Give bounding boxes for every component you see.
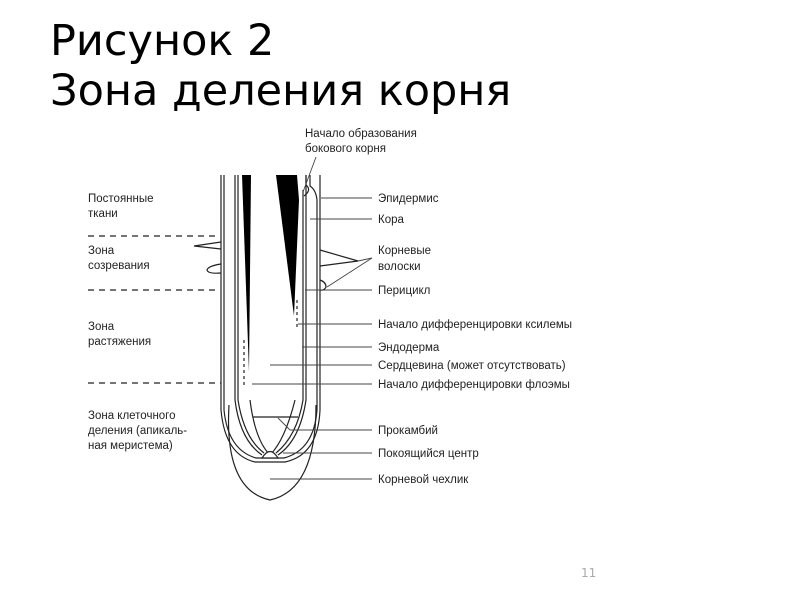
label-pericycle: Перицикл bbox=[378, 285, 430, 297]
xylem-right bbox=[276, 175, 299, 316]
zone-elongation-1: Зона bbox=[88, 321, 115, 333]
root-outline bbox=[88, 175, 359, 501]
label-xylem-start: Начало дифференцировки ксилемы bbox=[378, 319, 572, 331]
label-procambium: Прокамбий bbox=[378, 425, 438, 437]
page-number: 11 bbox=[581, 566, 597, 580]
label-quiescent-center: Покоящийся центр bbox=[378, 448, 479, 460]
zone-permanent-2: ткани bbox=[88, 208, 118, 220]
zone-permanent-1: Постоянные bbox=[88, 193, 154, 205]
zone-elongation-2: растяжения bbox=[88, 336, 151, 348]
zone-division-3: ная меристема) bbox=[88, 440, 173, 452]
title-line-2: Зона деления корня bbox=[50, 66, 512, 116]
label-cortex: Кора bbox=[378, 214, 404, 226]
label-lateral-root-1: Начало образования bbox=[305, 128, 417, 140]
label-root-cap: Корневой чехлик bbox=[378, 474, 469, 486]
label-epidermis: Эпидермис bbox=[378, 193, 439, 205]
zone-maturation-1: Зона bbox=[88, 245, 115, 257]
label-root-hairs-1: Корневые bbox=[378, 245, 431, 257]
label-pith: Сердцевина (может отсутствовать) bbox=[378, 360, 566, 372]
zone-division-2: деления (апикаль- bbox=[88, 425, 187, 437]
label-root-hairs-2: волоски bbox=[378, 261, 421, 273]
leader-lines bbox=[252, 156, 373, 480]
title-line-1: Рисунок 2 bbox=[50, 16, 275, 66]
zone-division-1: Зона клеточного bbox=[88, 410, 176, 422]
label-endodermis: Эндодерма bbox=[378, 342, 440, 354]
root-zones-diagram: Начало образования бокового корня Постоя… bbox=[88, 128, 572, 501]
zone-maturation-2: созревания bbox=[88, 260, 150, 272]
label-phloem-start: Начало дифференцировки флоэмы bbox=[378, 379, 570, 391]
xylem-left bbox=[242, 175, 251, 372]
label-lateral-root-2: бокового корня bbox=[305, 143, 386, 155]
